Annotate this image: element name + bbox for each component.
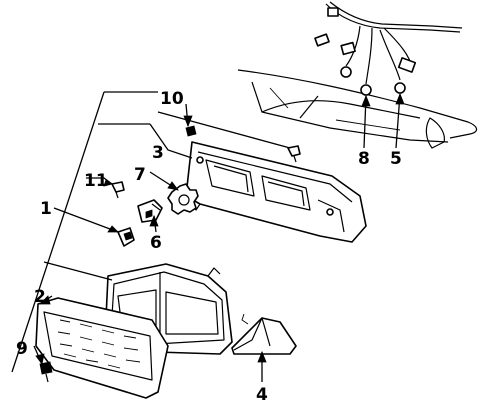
screw-housing [287,145,301,163]
bolt-part-9 [39,361,53,383]
callout-3: 3 [152,143,164,163]
callout-8: 8 [358,149,370,169]
callout-labels: 1 2 3 4 5 6 7 8 9 10 11 [16,89,402,405]
callout-6: 6 [150,233,162,253]
callout-10: 10 [160,89,184,109]
front-marker-lens [35,297,169,399]
callout-11: 11 [84,171,108,191]
callout-2: 2 [34,287,46,307]
callout-9: 9 [16,339,28,359]
wiring-harness [314,1,463,96]
callout-5: 5 [390,149,402,169]
side-marker-lamp-part-4 [231,313,297,355]
headlamp-housing [185,141,367,243]
socket-part-1 [117,227,135,247]
callout-1: 1 [40,199,52,219]
arrowheads [35,92,405,365]
callout-7: 7 [134,165,146,185]
vehicle-body-outline [237,69,478,149]
bulb-part-6 [137,199,163,223]
screw-part-11 [111,181,125,199]
adjuster-gear-part-7 [167,183,199,215]
bolt-part-10 [185,125,197,137]
callout-4: 4 [256,385,268,405]
